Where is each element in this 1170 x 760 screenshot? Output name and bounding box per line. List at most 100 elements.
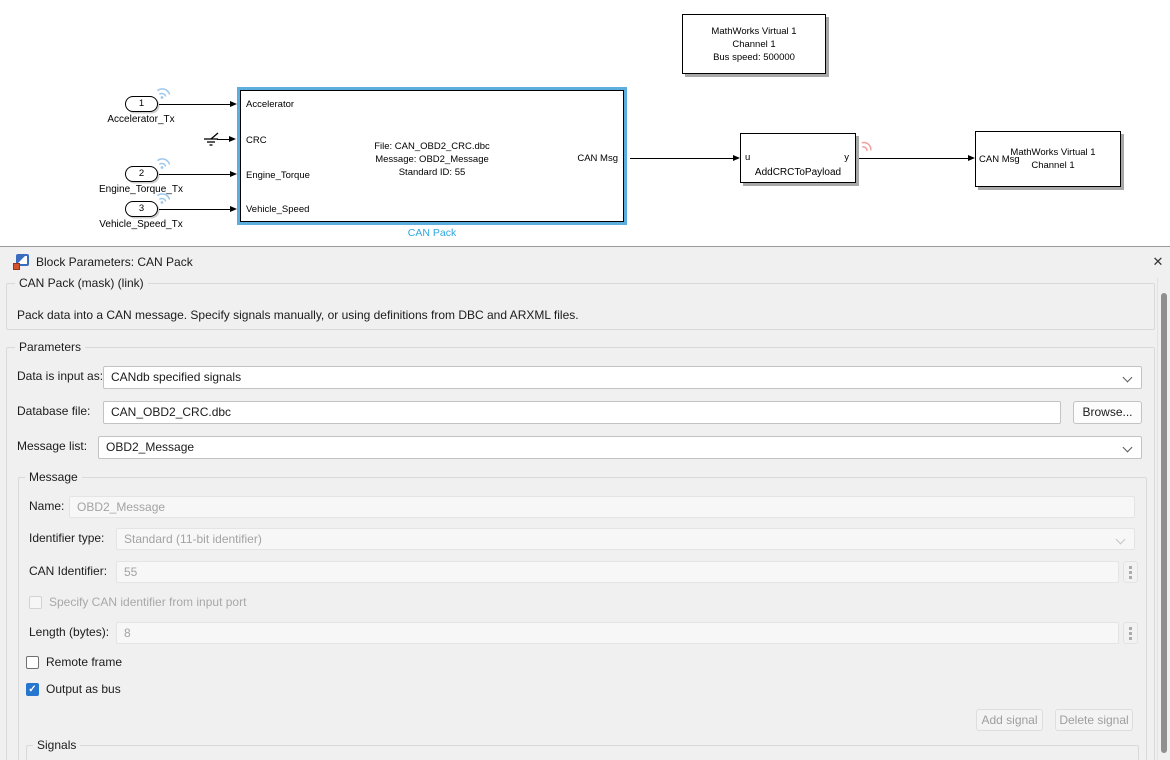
add-crc-to-payload-block[interactable]: u y AddCRCToPayload bbox=[740, 133, 856, 183]
wire[interactable] bbox=[217, 139, 230, 140]
inport-3-number: 3 bbox=[138, 203, 145, 214]
can-pack-input-vehicle-speed: Vehicle_Speed bbox=[246, 204, 310, 215]
can-pack-annotation-message: Message: OBD2_Message bbox=[375, 154, 489, 165]
specify-can-id-checkbox bbox=[29, 596, 42, 609]
inport-3-label: Vehicle_Speed_Tx bbox=[99, 219, 183, 230]
wire-arrowhead bbox=[229, 136, 236, 142]
crc-block-input-u: u bbox=[745, 152, 751, 163]
remote-frame-checkbox[interactable] bbox=[26, 656, 39, 669]
config-block-line2: Channel 1 bbox=[732, 39, 776, 50]
can-pack-block-name[interactable]: CAN Pack bbox=[407, 227, 457, 239]
can-pack-annotation-id: Standard ID: 55 bbox=[398, 167, 466, 178]
can-identifier-value: 55 bbox=[124, 565, 138, 579]
wire[interactable] bbox=[159, 104, 231, 105]
output-as-bus-checkbox-label: Output as bus bbox=[46, 682, 121, 696]
length-bytes-label: Length (bytes): bbox=[29, 625, 110, 639]
inport-3[interactable]: 3 bbox=[125, 201, 158, 217]
length-bytes-input: 8 bbox=[116, 622, 1119, 644]
inport-2-label: Engine_Torque_Tx bbox=[99, 184, 183, 195]
tx-block-line2: Channel 1 bbox=[1031, 160, 1075, 171]
can-identifier-input: 55 bbox=[116, 561, 1119, 583]
identifier-type-label: Identifier type: bbox=[29, 531, 105, 545]
data-input-as-value: CANdb specified signals bbox=[111, 370, 242, 384]
message-group-legend: Message bbox=[25, 470, 82, 484]
kebab-menu-icon bbox=[1123, 561, 1138, 583]
crc-block-output-y: y bbox=[844, 152, 849, 163]
tx-block-line1: MathWorks Virtual 1 bbox=[1010, 147, 1096, 158]
mask-group: CAN Pack (mask) (link) Pack data into a … bbox=[6, 276, 1155, 330]
can-pack-annotation-file: File: CAN_OBD2_CRC.dbc bbox=[374, 141, 490, 152]
database-file-value: CAN_OBD2_CRC.dbc bbox=[111, 405, 232, 419]
wire[interactable] bbox=[630, 158, 734, 159]
can-transmit-block[interactable]: CAN Msg MathWorks Virtual 1 Channel 1 bbox=[975, 131, 1121, 187]
wire-arrowhead bbox=[733, 155, 740, 161]
can-pack-input-crc: CRC bbox=[246, 135, 267, 146]
data-input-as-label: Data is input as: bbox=[17, 369, 104, 383]
inport-1-label: Accelerator_Tx bbox=[107, 114, 175, 125]
specify-can-id-checkbox-label: Specify CAN identifier from input port bbox=[49, 595, 247, 609]
remote-frame-checkbox-label: Remote frame bbox=[46, 655, 123, 669]
can-pack-input-engine-torque: Engine_Torque bbox=[246, 170, 310, 181]
signals-group: Signals bbox=[26, 738, 1139, 760]
database-file-label: Database file: bbox=[17, 404, 91, 418]
name-label: Name: bbox=[29, 499, 65, 513]
tx-block-input-can-msg: CAN Msg bbox=[979, 154, 1020, 165]
identifier-type-select: Standard (11-bit identifier) bbox=[116, 528, 1135, 550]
signal-logging-icon bbox=[157, 88, 171, 99]
database-file-input[interactable]: CAN_OBD2_CRC.dbc bbox=[103, 401, 1061, 424]
length-bytes-value: 8 bbox=[124, 626, 131, 640]
scrollbar-thumb[interactable] bbox=[1161, 293, 1167, 753]
data-input-as-select[interactable]: CANdb specified signals bbox=[103, 366, 1142, 389]
inport-1[interactable]: 1 bbox=[125, 96, 158, 112]
close-icon[interactable]: ✕ bbox=[1152, 254, 1164, 269]
can-pack-input-accelerator: Accelerator bbox=[246, 99, 295, 110]
mask-group-legend: CAN Pack (mask) (link) bbox=[15, 276, 148, 290]
simulink-canvas: MathWorks Virtual 1 Channel 1 Bus speed:… bbox=[0, 0, 1170, 246]
browse-button[interactable]: Browse... bbox=[1073, 401, 1142, 424]
parameters-group-legend: Parameters bbox=[15, 340, 86, 354]
wire[interactable] bbox=[159, 174, 231, 175]
dialog-scrollbar[interactable] bbox=[1157, 278, 1170, 760]
inport-2[interactable]: 2 bbox=[125, 166, 158, 182]
message-list-select[interactable]: OBD2_Message bbox=[98, 436, 1142, 459]
dialog-title: Block Parameters: CAN Pack bbox=[36, 255, 193, 269]
identifier-type-value: Standard (11-bit identifier) bbox=[124, 532, 262, 546]
inport-1-number: 1 bbox=[138, 98, 145, 109]
wire[interactable] bbox=[859, 158, 969, 159]
signal-logging-icon bbox=[157, 158, 171, 169]
name-input: OBD2_Message bbox=[69, 496, 1135, 518]
can-identifier-label: CAN Identifier: bbox=[29, 564, 108, 578]
mask-description: Pack data into a CAN message. Specify si… bbox=[17, 308, 579, 322]
name-value: OBD2_Message bbox=[77, 500, 166, 514]
block-parameters-dialog: Block Parameters: CAN Pack ✕ CAN Pack (m… bbox=[0, 246, 1170, 760]
add-signal-button[interactable]: Add signal bbox=[976, 709, 1043, 731]
can-pack-output-can-msg: CAN Msg bbox=[577, 153, 618, 164]
delete-signal-button[interactable]: Delete signal bbox=[1055, 709, 1133, 731]
can-pack-block[interactable]: Accelerator CRC Engine_Torque Vehicle_Sp… bbox=[240, 90, 624, 222]
checkmark-icon: ✓ bbox=[28, 684, 37, 695]
chevron-down-icon bbox=[1115, 534, 1126, 545]
wire-arrowhead bbox=[230, 206, 237, 212]
wire[interactable] bbox=[159, 209, 231, 210]
can-configuration-block[interactable]: MathWorks Virtual 1 Channel 1 Bus speed:… bbox=[682, 14, 826, 74]
signals-group-legend: Signals bbox=[33, 738, 81, 752]
chevron-down-icon bbox=[1122, 372, 1133, 383]
message-list-label: Message list: bbox=[17, 439, 88, 453]
wire-arrowhead bbox=[968, 155, 975, 161]
ground-icon[interactable] bbox=[201, 131, 221, 147]
kebab-menu-icon bbox=[1123, 622, 1138, 644]
test-point-badge-icon bbox=[861, 141, 872, 152]
inport-2-number: 2 bbox=[138, 168, 145, 179]
signal-logging-icon bbox=[157, 193, 171, 204]
output-as-bus-checkbox[interactable]: ✓ bbox=[26, 683, 39, 696]
parameters-group: Parameters Data is input as: CANdb speci… bbox=[6, 340, 1155, 760]
message-list-value: OBD2_Message bbox=[106, 440, 195, 454]
chevron-down-icon bbox=[1122, 442, 1133, 453]
wire-arrowhead bbox=[230, 171, 237, 177]
config-block-line1: MathWorks Virtual 1 bbox=[711, 26, 797, 37]
config-block-line3: Bus speed: 500000 bbox=[713, 52, 795, 63]
block-parameters-icon bbox=[13, 254, 30, 271]
message-group: Message Name: OBD2_Message Identifier ty… bbox=[18, 470, 1147, 760]
crc-block-name: AddCRCToPayload bbox=[754, 167, 842, 178]
wire-arrowhead bbox=[230, 101, 237, 107]
